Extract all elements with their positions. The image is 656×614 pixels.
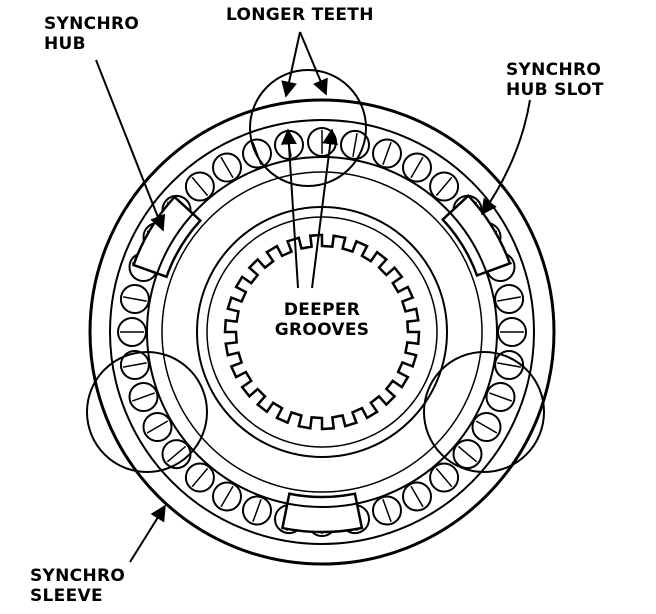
synchro-sleeve-inner-ring — [109, 119, 535, 545]
hub-ring-4 — [206, 216, 438, 448]
sleeve-tooth-mark — [220, 485, 234, 508]
hub-slots — [131, 193, 512, 534]
detail-circle-left — [86, 351, 208, 473]
sleeve-tooth-mark — [191, 467, 209, 488]
sleeve-tooth-mark — [475, 420, 498, 434]
sleeve-tooth-mark — [382, 141, 392, 165]
arrow-longer-teeth-left — [281, 31, 301, 98]
sleeve-tooth-mark — [497, 296, 522, 302]
arrow-synchro-hub-slot — [481, 99, 531, 216]
sleeve-tooth-mark — [166, 445, 187, 463]
sleeve-tooth-mark — [122, 296, 147, 302]
sleeve-tooth-mark — [410, 156, 424, 179]
sleeve-tooth-mark — [131, 392, 155, 402]
detail-circle-top — [249, 69, 367, 187]
sleeve-tooth-mark — [410, 485, 424, 508]
label-synchro-sleeve: SYNCHRO SLEEVE — [30, 566, 126, 606]
hub-ring-1 — [146, 156, 498, 508]
arrow-longer-teeth-right — [299, 31, 328, 96]
sleeve-tooth-mark — [457, 445, 478, 463]
label-synchro-hub: SYNCHRO HUB — [44, 14, 140, 54]
arrow-synchro-sleeve — [129, 504, 166, 563]
hub-slot — [440, 193, 512, 278]
sleeve-tooth-mark — [252, 499, 262, 523]
sleeve-tooth-mark — [382, 499, 392, 523]
inner-spline-bore — [223, 233, 421, 431]
sleeve-tooth-mark — [146, 420, 169, 434]
label-deeper-grooves: DEEPER GROOVES — [274, 300, 370, 340]
sleeve-tooth-mark — [435, 176, 453, 197]
synchro-sleeve-outer-ring — [88, 98, 556, 566]
sleeve-tooth-mark — [497, 362, 522, 368]
label-longer-teeth: LONGER TEETH — [226, 5, 374, 25]
arrow-deeper-grooves-left — [280, 128, 299, 289]
sleeve-tooth-mark — [352, 132, 358, 157]
sleeve-tooth-mark — [220, 156, 234, 179]
detail-circle-right — [423, 351, 545, 473]
sleeve-tooth-mark — [122, 362, 147, 368]
hub-slot — [280, 492, 364, 534]
label-synchro-hub-slot: SYNCHRO HUB SLOT — [506, 60, 604, 100]
arrow-deeper-grooves-right — [311, 128, 339, 289]
sleeve-tooth-mark — [435, 467, 453, 488]
sleeve-tooth-mark — [191, 176, 209, 197]
hub-slot — [131, 195, 203, 279]
sleeve-tooth-mark — [489, 392, 513, 402]
arrow-synchro-hub — [95, 59, 166, 232]
hub-ring-2 — [161, 171, 483, 493]
